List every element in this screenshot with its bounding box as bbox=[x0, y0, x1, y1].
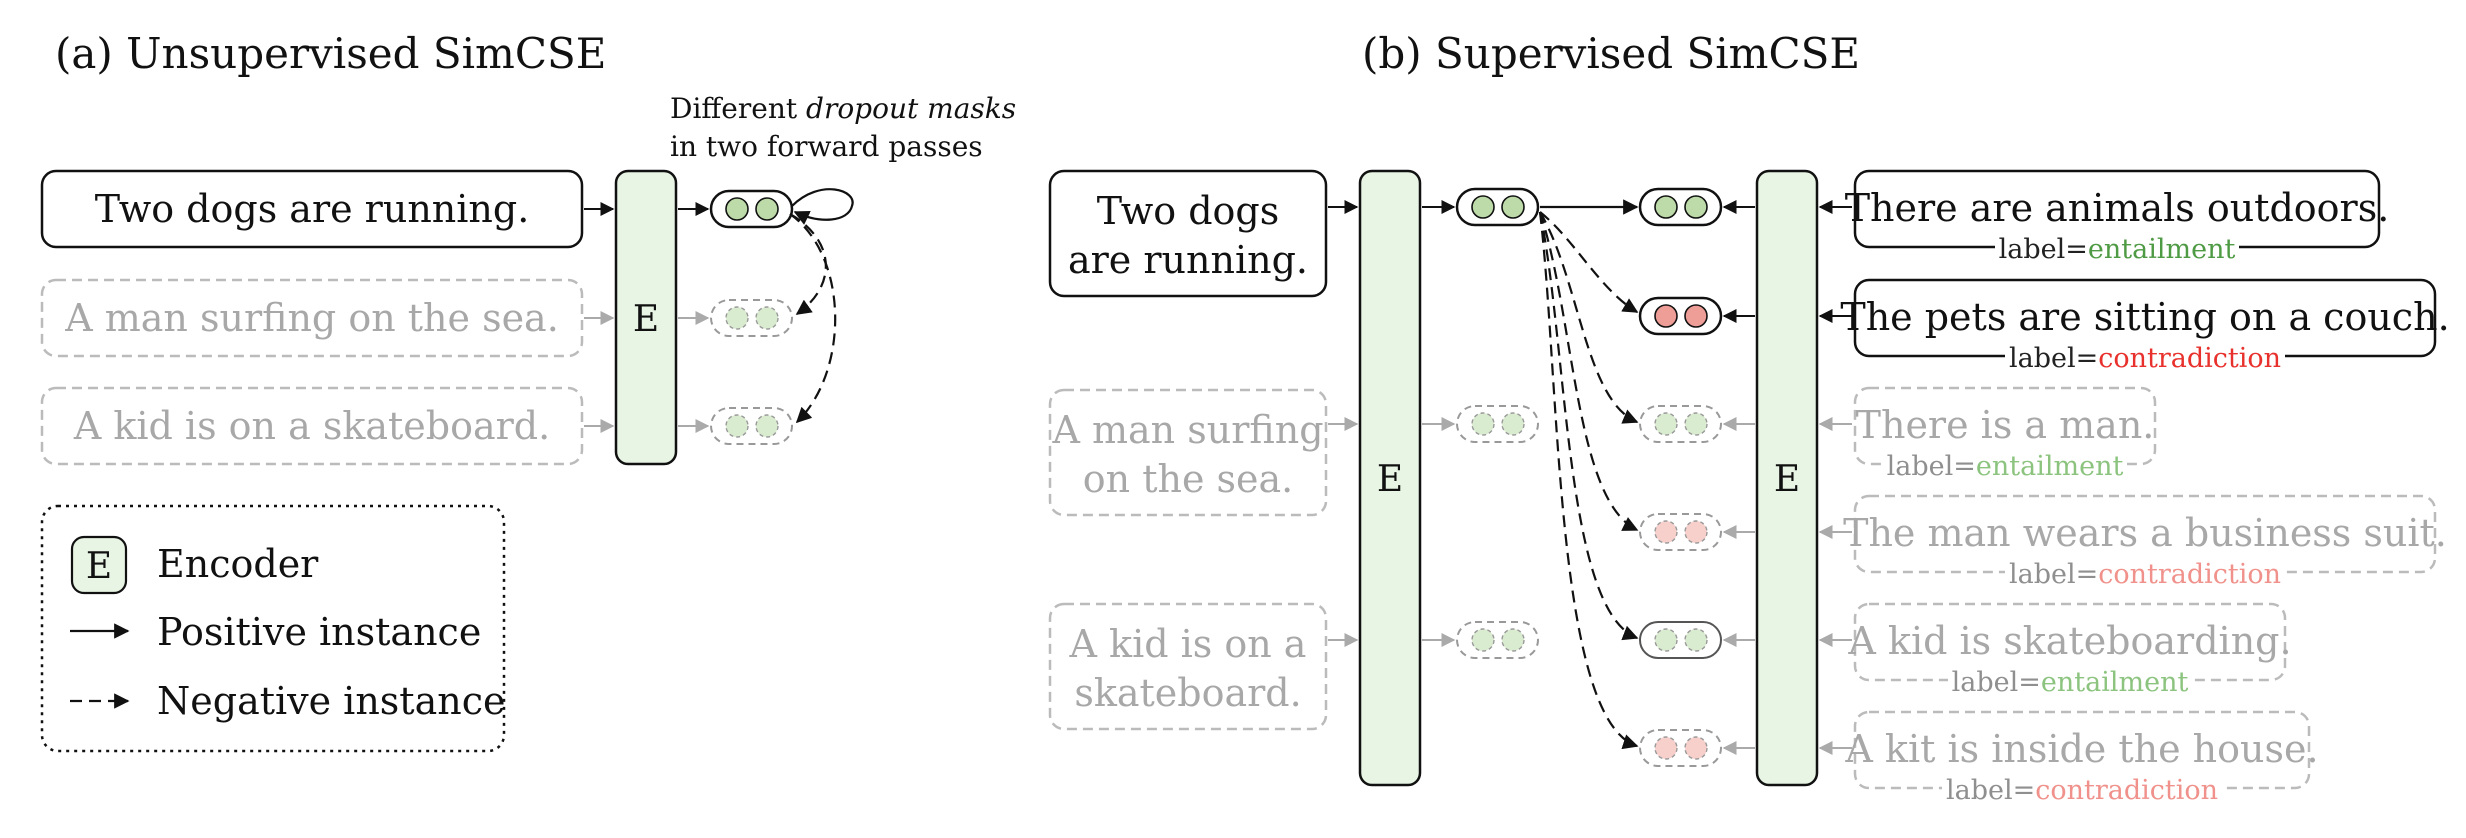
panel-b-right-encoder bbox=[1755, 169, 1819, 787]
dropout-annotation-line-1: Different dropout masks bbox=[670, 92, 1016, 125]
panel-b-anchor-2-line-1: A man surfing bbox=[1051, 408, 1323, 452]
legend-encoder: Encoder bbox=[157, 542, 319, 586]
panel-b-negative-arrow-3 bbox=[1538, 211, 1639, 531]
panel-b-negative-arrow-2 bbox=[1539, 211, 1639, 424]
panel-b-anchor-embedding-2 bbox=[1456, 405, 1539, 443]
panel-b-negative-arrow-1 bbox=[1539, 211, 1639, 313]
panel-b-pair-4-label-bg bbox=[2005, 561, 2285, 591]
panel-b-pair-2-label: label=contradiction bbox=[2009, 343, 2281, 374]
panel-a-encoder-label: E bbox=[633, 299, 659, 340]
panel-b-anchor-1-line-1: Two dogs bbox=[1097, 189, 1280, 233]
panel-b-negative-arrow-5 bbox=[1538, 211, 1639, 750]
panel-b-pair-embedding-4 bbox=[1639, 513, 1722, 551]
panel-b-pair-5-text: A kid is skateboarding. bbox=[1847, 619, 2291, 663]
panel-b-pair-5-label: label=entailment bbox=[1952, 667, 2189, 698]
legend-box bbox=[40, 504, 506, 753]
panel-b-pair-2-label-bg bbox=[2005, 345, 2285, 375]
panel-b-pair-4-text: The man wears a business suit. bbox=[1843, 511, 2447, 555]
legend-positive: Positive instance bbox=[157, 610, 481, 654]
panel-a-negative-1 bbox=[789, 213, 827, 315]
legend-encoder-icon-label: E bbox=[86, 546, 112, 587]
panel-a-sentence-box-3 bbox=[40, 386, 584, 466]
panel-b-pair-3-text: There is a man. bbox=[1856, 403, 2155, 447]
panel-b-pair-embedding-5 bbox=[1639, 621, 1722, 659]
panel-b-anchor-box-3 bbox=[1048, 602, 1328, 731]
panel-b-pair-4-label: label=contradiction bbox=[2009, 559, 2281, 590]
panel-a-sentence-box-2 bbox=[40, 278, 584, 358]
panel-a-encoder bbox=[614, 169, 678, 466]
legend-negative: Negative instance bbox=[157, 679, 505, 723]
panel-b-anchor-3-line-2: skateboard. bbox=[1074, 671, 1301, 715]
panel-b-anchor-2-line-2: on the sea. bbox=[1083, 457, 1293, 501]
panel-b-anchor-box-2 bbox=[1048, 388, 1328, 517]
panel-a-title: (a) Unsupervised SimCSE bbox=[55, 29, 606, 78]
panel-b-pair-3-label-bg bbox=[1883, 453, 2127, 483]
panel-b-pair-embedding-3 bbox=[1639, 405, 1722, 443]
legend-encoder-icon bbox=[70, 535, 128, 595]
panel-b-pair-5-label-bg bbox=[1948, 669, 2192, 699]
panel-a-embedding-1 bbox=[709, 189, 794, 229]
panel-b-pair-2-text: The pets are sitting on a couch. bbox=[1840, 295, 2449, 339]
panel-b-pair-6-label: label=contradiction bbox=[1946, 775, 2218, 806]
dropout-annotation-line-2: in two forward passes bbox=[670, 130, 983, 163]
panel-b-left-encoder-label: E bbox=[1377, 459, 1403, 500]
panel-b-title: (b) Supervised SimCSE bbox=[1362, 29, 1860, 78]
panel-b-pair-1-label-bg bbox=[1995, 236, 2239, 266]
panel-b-pair-embedding-2 bbox=[1638, 296, 1723, 336]
panel-a-sentence-1: Two dogs are running. bbox=[95, 187, 530, 231]
panel-b-anchor-embedding-3 bbox=[1456, 621, 1539, 659]
panel-b-pair-3-label: label=entailment bbox=[1887, 451, 2124, 482]
panel-b-left-encoder bbox=[1358, 169, 1422, 787]
panel-b-pair-6-text: A kit is inside the house. bbox=[1844, 727, 2318, 771]
panel-b-pair-box-6 bbox=[1853, 710, 2311, 790]
panel-a-sentence-2: A man surfing on the sea. bbox=[64, 296, 559, 340]
panel-b-anchor-embedding-1 bbox=[1455, 187, 1540, 227]
panel-b-pair-1-label: label=entailment bbox=[1999, 234, 2236, 265]
panel-a-self-loop bbox=[791, 188, 854, 225]
panel-b-pair-6-label-bg bbox=[1942, 777, 2222, 807]
panel-a-embedding-2 bbox=[710, 299, 793, 337]
panel-b-anchor-3-line-1: A kid is on a bbox=[1069, 622, 1307, 666]
panel-a-negative-2 bbox=[789, 213, 837, 424]
panel-b-pair-embedding-1 bbox=[1638, 187, 1723, 227]
panel-b-negative-arrow-4 bbox=[1538, 211, 1639, 641]
panel-b-pair-1-text: There are animals outdoors. bbox=[1845, 186, 2390, 230]
panel-b-right-encoder-label: E bbox=[1774, 459, 1800, 500]
panel-b-anchor-1-line-2: are running. bbox=[1068, 238, 1308, 282]
panel-b-pair-embedding-6 bbox=[1639, 729, 1722, 767]
panel-a-embedding-3 bbox=[710, 407, 793, 445]
panel-a-sentence-box-1 bbox=[40, 169, 584, 249]
panel-a-sentence-3: A kid is on a skateboard. bbox=[73, 404, 550, 448]
panel-b-anchor-box-1 bbox=[1048, 169, 1328, 298]
